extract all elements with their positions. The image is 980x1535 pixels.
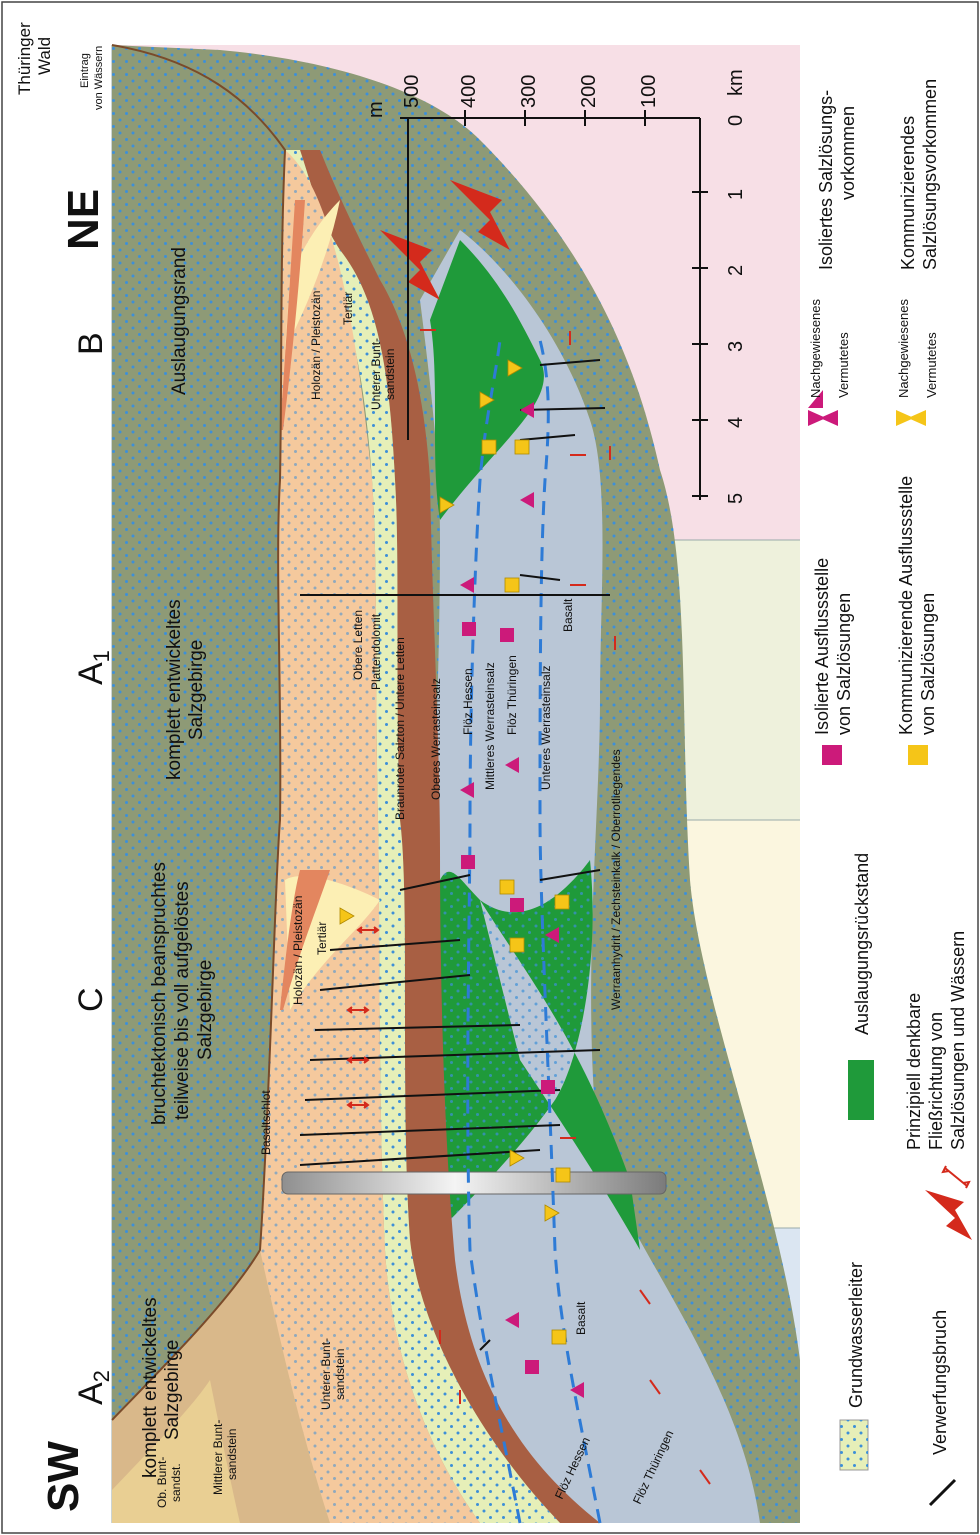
legend-isol-outflow-1: Isolierte Ausflussstelle — [812, 558, 832, 735]
m-tick-500: 500 — [401, 75, 423, 108]
zone-label-b: B — [72, 332, 110, 355]
legend-isol-occ-1: Isoliertes Salzlösungs- — [816, 90, 836, 270]
label-unt-bunt-c-2: sandstein — [333, 1349, 347, 1400]
legend-komm-vermutet: Vermutetes — [924, 332, 939, 398]
label-ob-bunt-1: Ob. Bunt- — [155, 1457, 169, 1508]
label-thueringer: Thüringer — [15, 22, 34, 95]
label-mittleres-werra: Mittleres Werrasteinsalz — [483, 662, 497, 790]
m-unit: m — [365, 101, 387, 118]
label-unt-bunt-b-1: Unterer Bunt- — [369, 338, 383, 410]
caption-c-2: teilweise bis voll aufgelöstes — [172, 881, 193, 1120]
label-tertiaer-c: Tertiär — [315, 922, 329, 955]
km-unit: km — [725, 69, 747, 96]
legend-komm-nachgew: Nachgewiesenes — [896, 298, 911, 398]
label-plattendolomit: Plattendolomit — [369, 613, 383, 690]
km-tick-2: 2 — [725, 265, 747, 276]
legend-komm-outflow-2: von Salzlösungen — [918, 593, 938, 735]
label-eintrag: Eintrag — [79, 53, 91, 88]
legend-aquifer-label: Grundwasserleiter — [846, 1262, 866, 1408]
km-tick-3: 3 — [725, 341, 747, 352]
legend-fault-label: Verwerfungsbruch — [930, 1310, 950, 1455]
label-braunroter: Braunroter Salzton / Untere Letten — [393, 637, 407, 820]
legend-komm-occ-1: Kommunizierendes — [898, 116, 918, 270]
caption-a1-2: Salzgebirge — [186, 640, 207, 740]
label-basalt-a2: Basalt — [574, 1301, 588, 1335]
m-tick-200: 200 — [578, 75, 600, 108]
label-tertiaer-b: Tertiär — [341, 292, 355, 325]
caption-a2-2: Salzgebirge — [162, 1340, 183, 1440]
label-unt-bunt-b-2: sandstein — [383, 349, 397, 400]
km-tick-4: 4 — [725, 417, 747, 428]
legend-flow-line1: Prinzipiell denkbare — [904, 993, 924, 1150]
label-wald: Wald — [35, 37, 54, 75]
legend-isol-vermutet: Vermutetes — [836, 332, 851, 398]
caption-b: Auslaugungsrand — [169, 247, 190, 395]
m-tick-400: 400 — [458, 75, 480, 108]
legend-flow-line2: Fließrichtung von — [926, 1012, 946, 1150]
label-floez-hessen-a1: Flöz Hessen — [461, 668, 475, 735]
legend-isol-outflow-2: von Salzlösungen — [834, 593, 854, 735]
label-floez-thueringen-a1: Flöz Thüringen — [505, 655, 519, 735]
legend-komm-occ-2: Salzlösungsvorkommen — [920, 79, 940, 270]
label-unteres-werra: Unteres Werrasteinsalz — [539, 666, 553, 791]
label-von-waessern: von Wässern — [93, 46, 105, 110]
km-tick-0: 0 — [725, 115, 747, 126]
label-mittl-bunt-2: sandstein — [225, 1429, 239, 1480]
legend-isol-occ-2: vorkommen — [838, 106, 858, 200]
label-oberes-werra: Oberes Werrasteinsalz — [429, 678, 443, 800]
km-tick-5: 5 — [725, 493, 747, 504]
legend-flow-line3: Salzlösungen und Wässern — [948, 931, 968, 1150]
caption-a1-1: komplett entwickeltes — [164, 599, 185, 780]
direction-sw: SW — [39, 1441, 88, 1512]
zone-label-c: C — [72, 987, 110, 1012]
m-tick-100: 100 — [638, 75, 660, 108]
caption-c-1: bruchtektonisch beanspruchtes — [149, 862, 170, 1125]
legend-komm-outflow-1: Kommunizierende Ausflussstelle — [896, 476, 916, 735]
caption-c-3: Salzgebirge — [195, 960, 216, 1060]
m-tick-300: 300 — [518, 75, 540, 108]
legend-isol-nachgew: Nachgewiesenes — [808, 298, 823, 398]
label-basaltschlot: Basaltschlot — [259, 1090, 273, 1155]
basaltschlot-pipe — [282, 1172, 666, 1194]
caption-a2-1: komplett entwickeltes — [140, 1297, 161, 1478]
label-basalt-a1: Basalt — [561, 598, 575, 632]
label-unt-bunt-c-1: Unterer Bunt- — [319, 1338, 333, 1410]
label-werraanhydrit: Werraanhydrit / Zechsteinkalk / Oberrotl… — [609, 749, 623, 1010]
cross-section — [112, 45, 800, 1523]
direction-ne: NE — [59, 189, 108, 250]
legend-residue-label: Auslaugungsrückstand — [852, 853, 872, 1035]
label-mittl-bunt-1: Mittlerer Bunt- — [211, 1420, 225, 1495]
legend-residue: Auslaugungsrückstand — [848, 853, 874, 1120]
label-obere-letten: Obere Letten — [351, 610, 365, 680]
label-ob-bunt-2: sandst. — [169, 1463, 183, 1502]
label-holozaen-c: Holozän / Pleistozän — [291, 896, 305, 1005]
label-holozaen-b: Holozän / Pleistozän — [309, 291, 323, 400]
km-tick-1: 1 — [725, 189, 747, 200]
